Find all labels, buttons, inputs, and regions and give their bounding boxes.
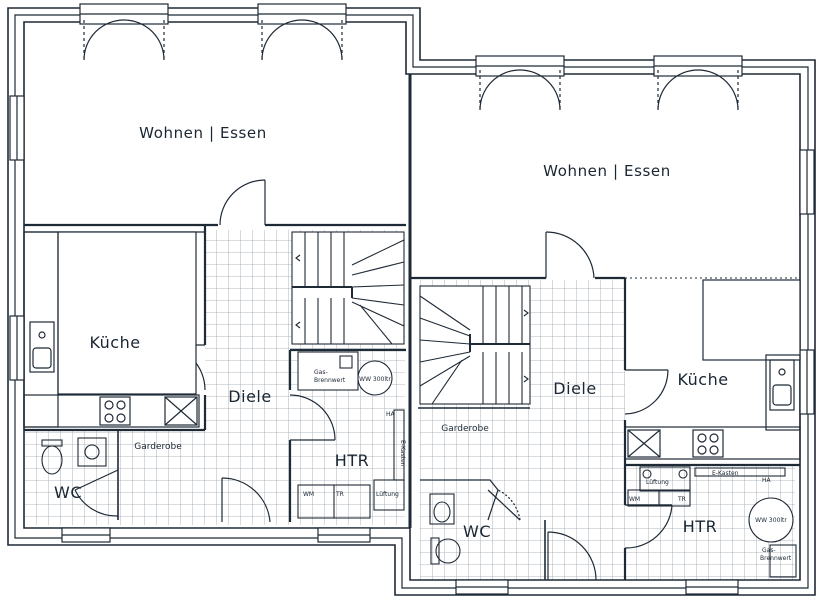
sink-left [29,321,55,373]
label-ww-right: WW 300ltr [755,517,787,524]
label-wc-left: WC [54,483,82,502]
sink-right [769,359,795,411]
utility-right [429,466,797,578]
stairs-right [419,285,531,405]
label-htr-left: HTR [335,451,369,470]
label-wm-right: WM [629,496,640,503]
label-htr-right: HTR [683,517,717,536]
label-lueftung-left: Lüftung [376,491,399,498]
label-diele-left: Diele [228,387,271,406]
label-ha-left: HA [386,411,396,418]
outer-wall-outline [7,7,816,596]
label-diele-right: Diele [553,379,596,398]
label-kueche-right: Küche [677,370,728,389]
hob-left [99,396,131,426]
label-lueftung-right: Lüftung [646,479,669,486]
label-ha-right: HA [762,477,772,484]
label-garderobe-left: Garderobe [134,442,182,452]
label-wm-left: WM [303,491,314,498]
terrace-doors [79,3,743,111]
outer-walls [7,7,816,596]
label-gas-right-2: Brennwert [760,555,792,562]
utility-left [41,351,405,519]
label-kueche-left: Küche [89,333,140,352]
label-ekasten-left: E-Kasten [399,440,406,467]
outer-wall-inner-1 [14,14,809,589]
label-tr-left: TR [335,491,344,498]
label-tr-right: TR [677,496,686,503]
kitchen-left [23,231,200,428]
label-garderobe-right: Garderobe [441,424,489,434]
equipment-labels: Gas- Brennwert WW 300ltr HA E-Kasten WM … [303,369,792,562]
label-ww-left: WW 300ltr [359,376,391,383]
stairs-left [291,231,405,345]
room-labels: Wohnen | Essen Wohnen | Essen Küche Küch… [54,124,728,541]
label-gas-right-1: Gas- [762,547,776,554]
kitchen-right [624,279,801,460]
label-wc-right: WC [463,522,491,541]
label-gas-left-1: Gas- [314,369,328,376]
label-wohnen-right: Wohnen | Essen [543,162,671,180]
label-ekasten-right: E-Kasten [712,470,739,477]
label-wohnen-left: Wohnen | Essen [139,124,267,142]
label-gas-left-2: Brennwert [314,377,346,384]
outer-wall-inner-2 [23,21,801,581]
windows [9,95,815,595]
hob-right [692,429,724,458]
